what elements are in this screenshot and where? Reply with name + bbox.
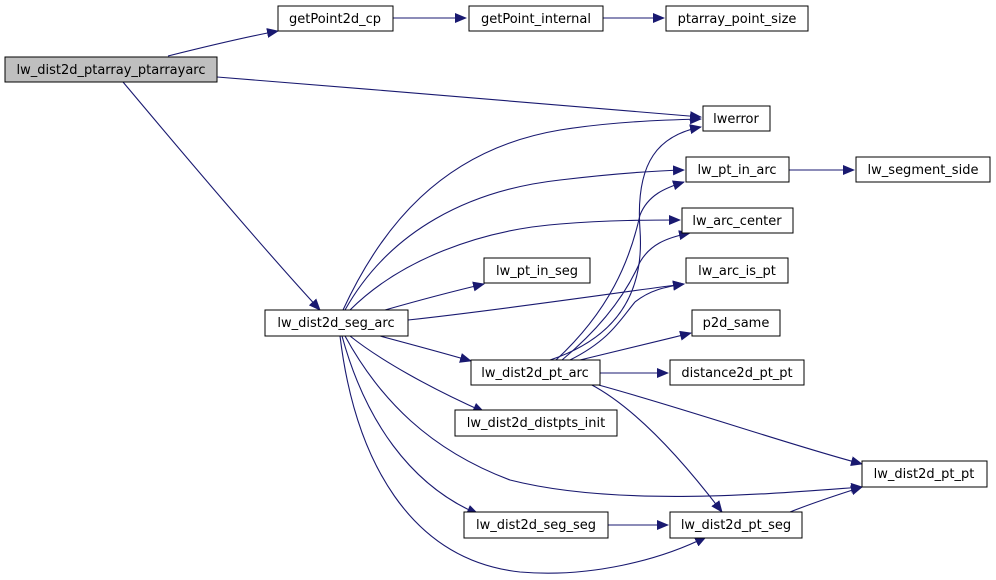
- edge-segarc-to-distptsinit: [349, 335, 485, 413]
- node-lw-dist2d-pt-seg[interactable]: lw_dist2d_pt_seg: [669, 511, 803, 539]
- node-lw-pt-in-seg[interactable]: lw_pt_in_seg: [483, 257, 591, 284]
- node-lw-pt-in-arc[interactable]: lw_pt_in_arc: [685, 156, 790, 183]
- node-label: getPoint_internal: [481, 12, 591, 27]
- edge-ptarrayarc-to-lwerror: [216, 76, 702, 122]
- node-distance2d-pt-pt[interactable]: distance2d_pt_pt: [669, 359, 805, 386]
- edge-segarc-to-ptseg: [339, 335, 707, 574]
- node-label: lw_dist2d_pt_arc: [481, 366, 589, 381]
- graph-edges: [122, 13, 863, 574]
- node-lw-arc-center[interactable]: lw_arc_center: [681, 207, 794, 234]
- edge-ptarc-to-arcispt: [569, 280, 685, 361]
- edge-ptarrayarc-to-segarc: [122, 81, 321, 311]
- node-label: lw_arc_center: [692, 214, 782, 229]
- node-lw-dist2d-pt-pt[interactable]: lw_dist2d_pt_pt: [861, 460, 988, 488]
- edge-segarc-to-segseg: [341, 335, 479, 515]
- node-label: lw_dist2d_seg_arc: [277, 316, 394, 331]
- node-label: getPoint2d_cp: [289, 12, 381, 27]
- node-getpoint-internal[interactable]: getPoint_internal: [468, 5, 604, 32]
- node-lwerror[interactable]: lwerror: [702, 105, 771, 132]
- edge-ptarc-to-ptpt: [594, 383, 863, 467]
- node-lw-dist2d-seg-seg[interactable]: lw_dist2d_seg_seg: [463, 511, 609, 539]
- node-lw-segment-side[interactable]: lw_segment_side: [855, 156, 991, 183]
- edge-ptarc-to-ptinarc: [555, 180, 685, 361]
- node-label: lwerror: [713, 112, 759, 127]
- edge-ptseg-to-ptpt: [789, 485, 863, 513]
- graph-nodes: lw_dist2d_ptarray_ptarrayarc getPoint2d_…: [4, 5, 991, 539]
- edge-ptarc-to-arccenter: [561, 230, 691, 361]
- node-lw-dist2d-pt-arc[interactable]: lw_dist2d_pt_arc: [470, 359, 601, 386]
- node-p2d-same[interactable]: p2d_same: [691, 309, 781, 337]
- edge-segarc-to-ptinseg: [384, 281, 485, 311]
- node-lw-dist2d-distpts-init[interactable]: lw_dist2d_distpts_init: [454, 409, 618, 437]
- edge-segarc-to-ptpt: [344, 335, 863, 497]
- node-label: lw_arc_is_pt: [698, 264, 776, 279]
- node-getpoint2d-cp[interactable]: getPoint2d_cp: [277, 5, 394, 32]
- node-lw-dist2d-ptarray-ptarrayarc[interactable]: lw_dist2d_ptarray_ptarrayarc: [4, 56, 218, 83]
- edge-ptarc-to-lwerror: [549, 124, 702, 361]
- edge-segarc-to-arccenter: [349, 215, 681, 311]
- node-label: lw_dist2d_pt_seg: [681, 518, 791, 533]
- edge-segarc-to-arcispt: [407, 280, 685, 321]
- edge-ptarrayarc-to-getpoint2d: [167, 28, 279, 57]
- node-label: lw_dist2d_pt_pt: [874, 467, 975, 482]
- edge-ptarc-to-p2dsame: [579, 330, 692, 361]
- node-label: lw_dist2d_distpts_init: [467, 416, 605, 431]
- node-label: lw_segment_side: [868, 163, 979, 178]
- node-label: p2d_same: [703, 316, 770, 331]
- node-label: lw_pt_in_seg: [496, 264, 578, 279]
- node-lw-dist2d-seg-arc[interactable]: lw_dist2d_seg_arc: [264, 309, 409, 337]
- edge-segarc-to-ptarc: [379, 335, 472, 363]
- edge-segarc-to-ptinarc: [344, 165, 685, 311]
- edge-segarc-to-lwerror: [342, 114, 702, 311]
- node-label: lw_pt_in_arc: [697, 163, 776, 178]
- edge-ptarc-to-ptseg: [589, 383, 723, 513]
- node-ptarray-point-size[interactable]: ptarray_point_size: [665, 5, 809, 32]
- node-lw-arc-is-pt[interactable]: lw_arc_is_pt: [685, 257, 789, 284]
- node-label: lw_dist2d_seg_seg: [476, 518, 596, 533]
- node-label: distance2d_pt_pt: [681, 366, 792, 381]
- node-label: lw_dist2d_ptarray_ptarrayarc: [16, 63, 205, 78]
- node-label: ptarray_point_size: [678, 12, 797, 27]
